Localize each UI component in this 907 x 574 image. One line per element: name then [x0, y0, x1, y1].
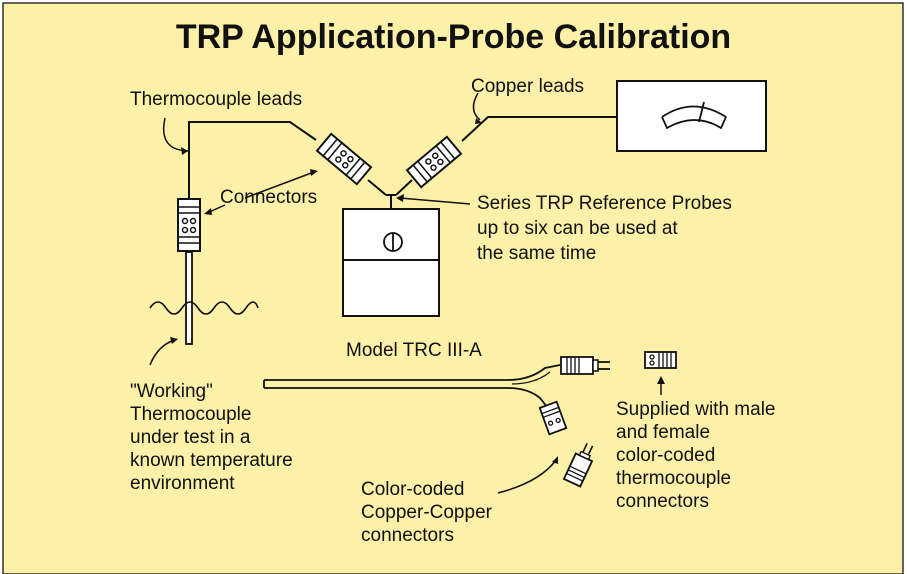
probe-rod: [185, 251, 193, 345]
label-reference-probes: Series TRP Reference Probes up to six ca…: [477, 193, 732, 264]
label-copper-leads: Copper leads: [471, 76, 585, 97]
connector-copper: [405, 135, 463, 189]
diagram-title: TRP Application-Probe Calibration: [175, 18, 732, 56]
male-plug-horizontal: [560, 356, 610, 375]
female-connector: [644, 351, 677, 369]
meter: [616, 80, 767, 152]
arrow-reference-probes: [399, 197, 471, 205]
liquid-surface: [149, 301, 259, 315]
label-working-thermocouple: "Working" Thermocouple under test in a k…: [130, 381, 293, 494]
arrow-copper-leads: [472, 92, 481, 121]
copper-leads-wire: [461, 116, 617, 142]
arrow-copper-connectors: [497, 459, 557, 494]
label-thermocouple-leads: Thermocouple leads: [130, 89, 303, 110]
arrow-connectors-2: [244, 171, 315, 199]
connector-thermocouple: [315, 132, 373, 186]
cable-bundle: [263, 364, 561, 409]
connector-vertical: [177, 198, 201, 252]
connector-lower-branch: [538, 400, 568, 436]
model-trc-box: [342, 208, 440, 317]
label-model: Model TRC III-A: [346, 340, 482, 361]
male-plug-angled: [562, 443, 594, 488]
label-copper-connectors: Color-coded Copper-Copper connectors: [361, 479, 492, 546]
label-supplied-connectors: Supplied with male and female color-code…: [616, 399, 776, 512]
label-connectors: Connectors: [220, 187, 318, 208]
